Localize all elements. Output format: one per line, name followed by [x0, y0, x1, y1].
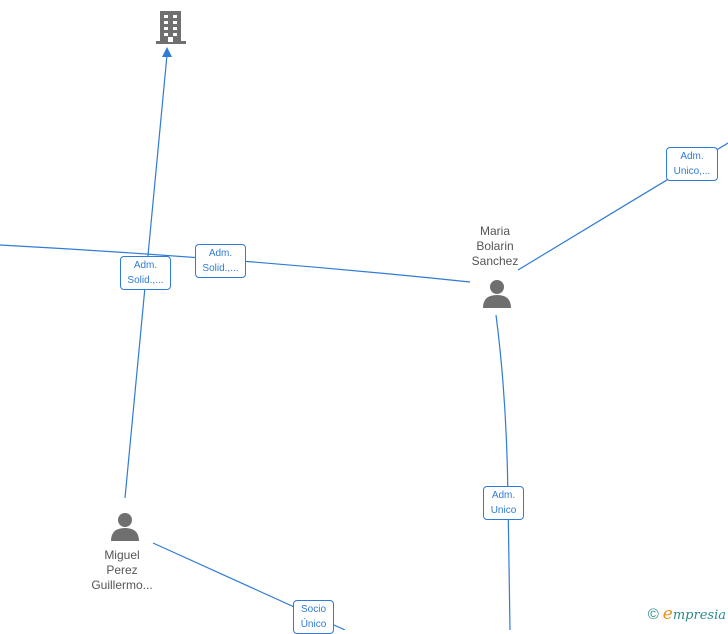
relation-text: Solid.,... — [127, 275, 164, 286]
brand-initial: e — [662, 604, 673, 624]
relation-text: Único — [300, 619, 327, 630]
edge-maria-bottom — [495, 314, 511, 630]
relation-label-maria-topright[interactable]: Adm. Unico,... — [666, 147, 718, 181]
relation-label-miguel-bottom[interactable]: Socio Único — [293, 600, 334, 634]
relation-text: Adm. — [491, 490, 516, 501]
node-name-miguel[interactable]: Miguel Perez Guillermo... — [67, 548, 177, 593]
name-line: Bolarin — [476, 239, 514, 253]
name-line: Guillermo... — [91, 578, 153, 592]
brand-rest: mpresia — [672, 608, 726, 623]
name-line: Sanchez — [471, 254, 519, 268]
relation-text: Solid.,... — [202, 263, 239, 274]
relation-label-maria-bottom[interactable]: Adm. Unico — [483, 486, 524, 520]
node-name-maria[interactable]: Maria Bolarin Sanchez — [440, 224, 550, 269]
relation-label-company-miguel[interactable]: Adm. Solid.,... — [120, 256, 171, 290]
edge-arrowhead — [162, 47, 172, 57]
copyright-symbol: © — [647, 605, 659, 623]
person-icon[interactable] — [482, 278, 512, 308]
name-line: Maria — [479, 224, 510, 238]
footer-brand[interactable]: © empresia — [648, 604, 726, 624]
person-icon[interactable] — [110, 511, 140, 541]
relation-text: Adm. — [680, 151, 704, 162]
relation-text: Adm. — [133, 260, 158, 271]
relation-text: Socio — [300, 604, 326, 615]
name-line: Miguel — [104, 548, 140, 562]
building-icon[interactable] — [155, 11, 187, 45]
name-line: Perez — [106, 563, 138, 577]
relation-text: Unico,... — [673, 166, 711, 177]
relation-text: Adm. — [208, 248, 233, 259]
relation-text: Unico — [490, 505, 517, 516]
brand-logo: empresia — [663, 604, 726, 624]
relation-label-left-maria[interactable]: Adm. Solid.,... — [195, 244, 246, 278]
